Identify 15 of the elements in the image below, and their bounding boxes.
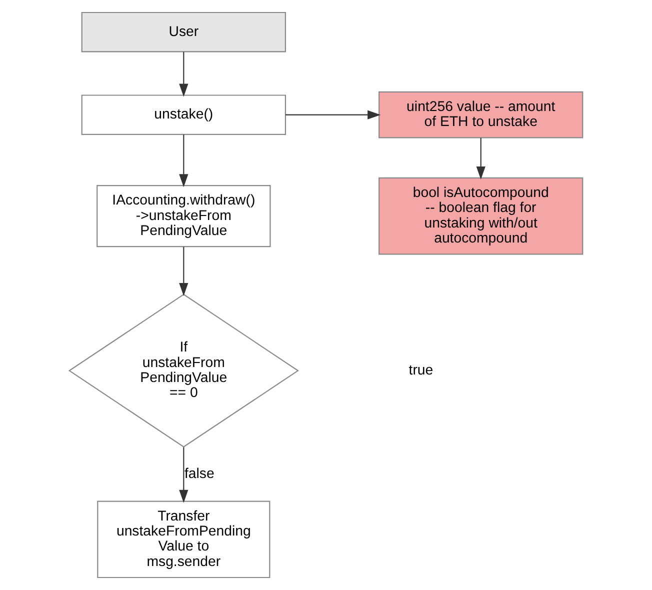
- arrow: [179, 246, 188, 296]
- node-box: unstake(): [81, 94, 286, 135]
- node-box: Transfer unstakeFromPending Value to msg.sender: [97, 500, 270, 578]
- arrow: [179, 447, 188, 503]
- node-diamond: If unstakeFrom PendingValue == 0: [68, 294, 299, 448]
- arrow: [476, 138, 486, 180]
- node-box: uint256 value -- amount of ETH to unstake: [378, 91, 584, 138]
- arrow: [179, 134, 188, 188]
- node-box: User: [81, 12, 286, 52]
- node-box: bool isAutocompound -- boolean flag for unstaking with/out autocompound: [378, 177, 584, 255]
- node-box: IAccounting.withdraw() ->unstakeFrom PendingValue: [96, 185, 271, 248]
- label: true: [408, 361, 434, 378]
- arrow: [179, 52, 188, 97]
- arrow: [286, 110, 381, 120]
- edge-label: false: [184, 464, 214, 481]
